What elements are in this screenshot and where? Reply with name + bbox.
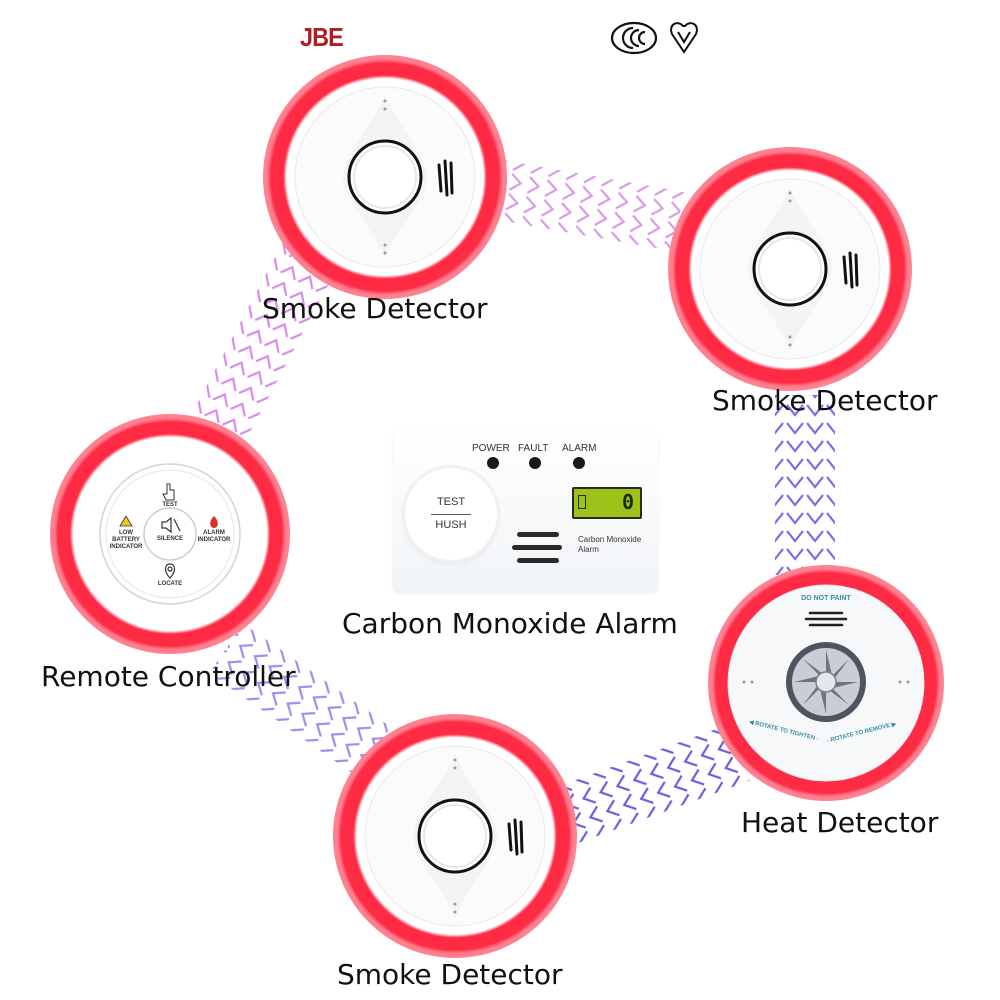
ce-mark-icon: [610, 21, 658, 55]
fault-led: [529, 457, 541, 469]
co-lcd-display: 0: [572, 487, 642, 519]
alarm-led-label: ALARM: [562, 443, 597, 454]
alarm-indicator: ALARM INDICATOR: [197, 530, 231, 543]
certification-marks: [608, 20, 708, 60]
test-button-label: TEST: [436, 496, 466, 508]
carbon-monoxide-alarm-label: Carbon Monoxide Alarm: [342, 607, 678, 640]
heat-detector[interactable]: DO NOT PAINT ◀ ROTATE TO TIGHTEN - - ROT…: [708, 565, 944, 801]
lcd-reading: 0: [621, 490, 634, 514]
kitemark-icon: [670, 22, 698, 54]
heat-detector-icon: [727, 584, 925, 782]
fault-led-label: FAULT: [518, 443, 549, 454]
sounder-slot: [512, 545, 562, 550]
wireless-signal-right-to-heat: [765, 385, 845, 585]
smoke-detector-bottom[interactable]: [333, 714, 577, 958]
locate-button[interactable]: LOCATE: [157, 581, 183, 587]
silence-button[interactable]: SILENCE: [156, 536, 183, 542]
power-led-label: POWER: [472, 443, 510, 454]
smoke-detector-top[interactable]: [263, 55, 507, 299]
silence-icon: [161, 516, 181, 534]
lcd-battery-icon: [578, 495, 586, 509]
smoke-detector-top-label: Smoke Detector: [262, 292, 488, 325]
hush-button-label: HUSH: [435, 519, 467, 531]
smoke-detector-icon: [364, 745, 546, 927]
sounder-slot: [517, 558, 559, 563]
wireless-signal-bottom-to-remote: [195, 610, 405, 790]
smoke-detector-icon: [294, 86, 476, 268]
locate-pin-icon: [164, 563, 176, 579]
wireless-signal-heat-to-bottom: [538, 712, 763, 859]
smoke-detector-right-label: Smoke Detector: [712, 384, 938, 417]
test-hush-button[interactable]: TEST HUSH: [405, 468, 497, 560]
test-button[interactable]: TEST: [162, 502, 178, 508]
smoke-detector-icon: [699, 178, 881, 360]
co-alarm-print: Carbon Monoxide Alarm: [578, 535, 642, 554]
smoke-detector-bottom-label: Smoke Detector: [337, 958, 563, 991]
brand-logo: JBE: [300, 22, 344, 52]
wireless-signal-top-to-right: [465, 146, 705, 265]
remote-controller-label: Remote Controller: [41, 660, 296, 693]
smoke-detector-right[interactable]: [668, 147, 912, 391]
alarm-flame-icon: [210, 516, 218, 528]
heat-detector-label: Heat Detector: [741, 806, 939, 839]
alarm-led: [573, 457, 585, 469]
remote-controller-body: [99, 463, 241, 605]
low-battery-indicator: LOW BATTERY INDICATOR: [109, 530, 143, 550]
power-led: [487, 457, 499, 469]
sounder-slot: [517, 532, 559, 537]
do-not-paint-text: DO NOT PAINT: [801, 595, 851, 602]
remote-controller[interactable]: TEST SILENCE LOW BATTERY INDICATOR ALARM…: [50, 414, 290, 654]
low-battery-warning-icon: [119, 515, 133, 527]
test-hush-divider: [431, 514, 471, 515]
test-hand-icon: [162, 483, 175, 501]
wireless-signal-remote-to-top: [176, 220, 355, 461]
